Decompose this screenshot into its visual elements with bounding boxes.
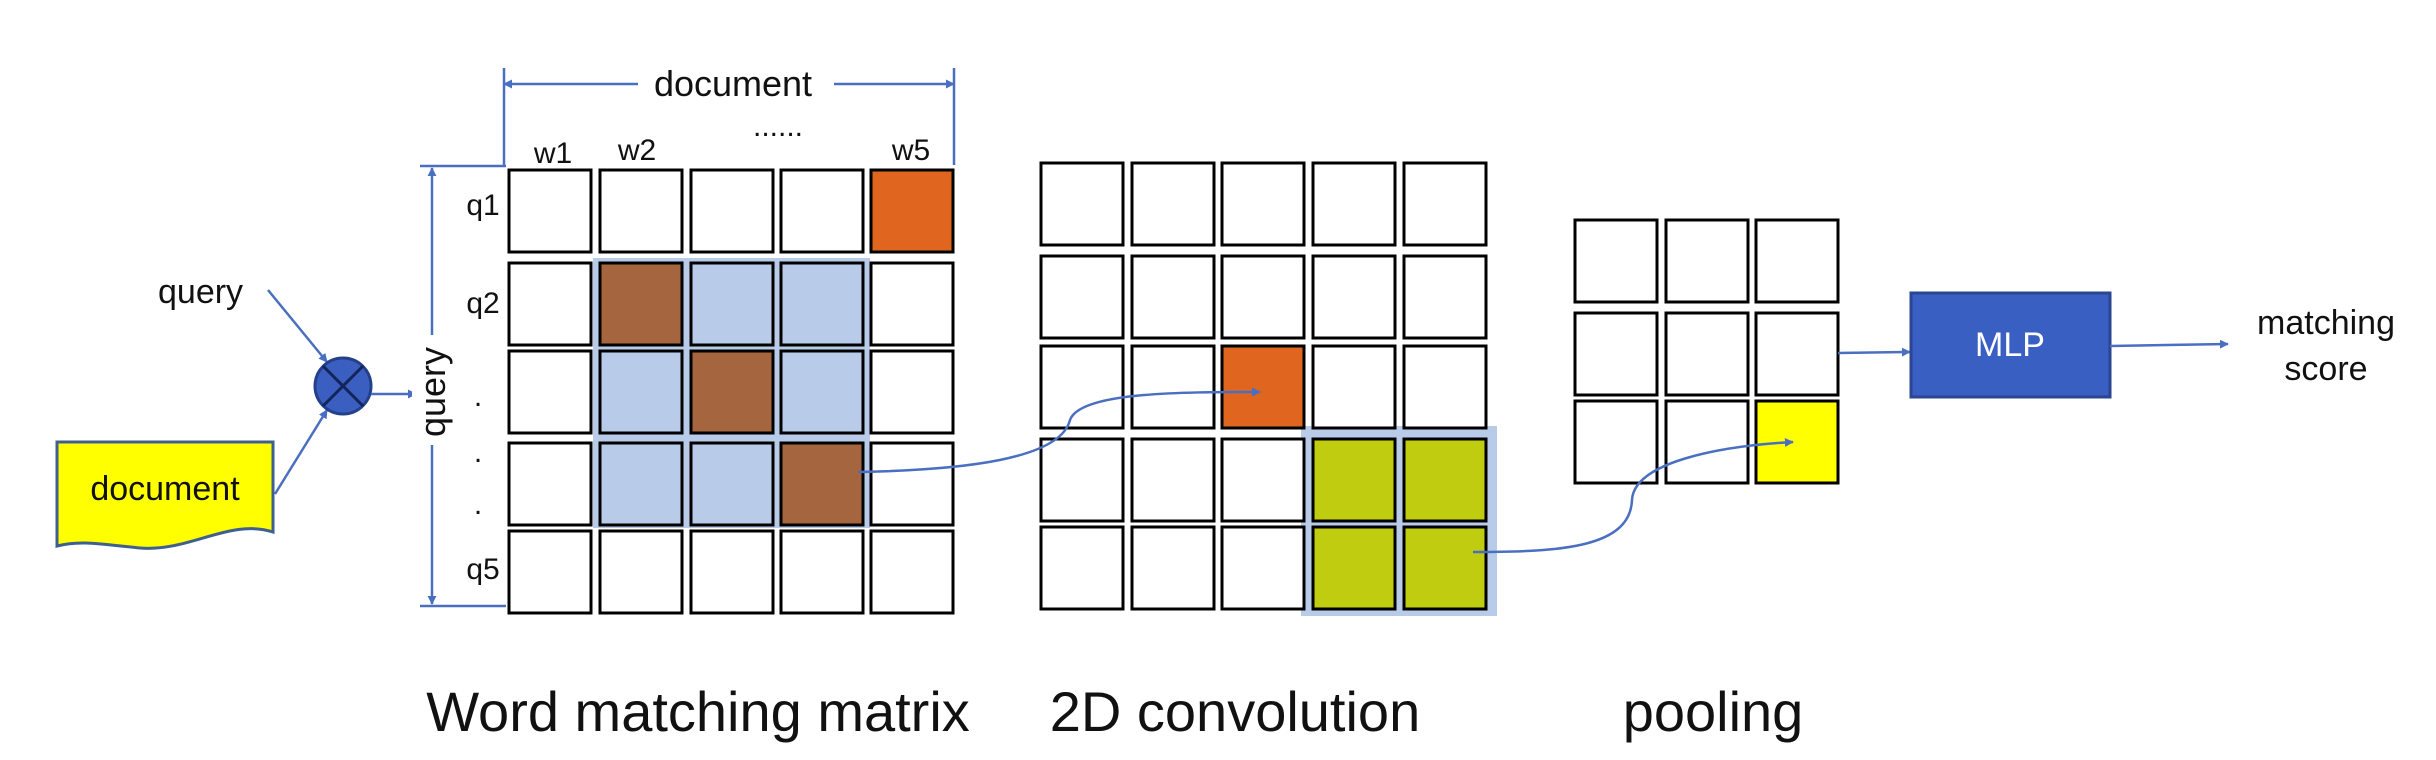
matrix-cell-r2-c4	[779, 261, 865, 347]
row-label-dot-3: .	[474, 488, 482, 521]
pool-cell-r3-c1	[1573, 399, 1659, 485]
matrix-cell-r2-c5	[869, 261, 955, 347]
matrix-cell-r4-c4	[779, 441, 865, 527]
document-input-shape	[55, 440, 275, 550]
matrix-cell-r2-c2	[598, 261, 684, 347]
conv-cell-r1-c3	[1220, 161, 1306, 247]
conv-cell-r3-c3	[1220, 344, 1306, 430]
matrix-cell-r1-c4	[779, 168, 865, 254]
matrix-cell-r3-c4	[779, 349, 865, 435]
conv-cell-r4-c4	[1311, 437, 1397, 523]
pooling-feature-map	[1573, 218, 1840, 485]
pool-cell-r1-c3	[1754, 218, 1840, 304]
conv-cell-r2-c2	[1130, 254, 1216, 340]
conv-cell-r3-c5	[1402, 344, 1488, 430]
conv-cell-r3-c2	[1130, 344, 1216, 430]
matrix-to-conv-arrow	[857, 387, 1261, 474]
conv-cell-r2-c3	[1220, 254, 1306, 340]
pool-cell-r2-c3	[1754, 311, 1840, 397]
row-label-q5: q5	[466, 553, 499, 586]
query-to-operator-arrow	[267, 289, 328, 363]
matrix-cell-r3-c1	[507, 349, 593, 435]
row-label-dot-2: .	[474, 436, 482, 469]
conv-cell-r1-c5	[1402, 161, 1488, 247]
conv-to-pool-arrow	[1472, 437, 1794, 554]
query-input-label: query	[158, 273, 243, 311]
matrix-cell-r5-c2	[598, 529, 684, 615]
conv-cell-r5-c3	[1220, 525, 1306, 611]
pool-cell-r3-c3	[1754, 399, 1840, 485]
matrix-cell-r5-c3	[689, 529, 775, 615]
matrix-cell-r2-c3	[689, 261, 775, 347]
interaction-operator-icon	[313, 356, 373, 416]
conv-cell-r2-c1	[1039, 254, 1125, 340]
conv-cell-r1-c1	[1039, 161, 1125, 247]
conv-cell-r4-c3	[1220, 437, 1306, 523]
matrix-cell-r1-c2	[598, 168, 684, 254]
convolution-caption: 2D convolution	[1050, 680, 1420, 743]
conv-cell-r1-c4	[1311, 161, 1397, 247]
conv-cell-r5-c5	[1402, 525, 1488, 611]
matrix-cell-r3-c5	[869, 349, 955, 435]
row-label-q2: q2	[466, 287, 499, 320]
pool-cell-r1-c2	[1664, 218, 1750, 304]
matrix-cell-r5-c1	[507, 529, 593, 615]
row-label-dot-1: .	[474, 380, 482, 413]
query-axis-label: query	[412, 347, 453, 437]
conv-cell-r2-c5	[1402, 254, 1488, 340]
conv-cell-r3-c1	[1039, 344, 1125, 430]
document-axis-label: document	[654, 63, 812, 104]
column-label-w1: w1	[533, 137, 572, 170]
conv-cell-r2-c4	[1311, 254, 1397, 340]
pool-cell-r2-c1	[1573, 311, 1659, 397]
mlp-to-output-arrow	[2109, 339, 2229, 349]
matrix-cell-r2-c1	[507, 261, 593, 347]
column-label-ellipsis: ......	[753, 110, 803, 143]
output-label-line1: matching	[2257, 304, 2395, 342]
column-label-w5: w5	[891, 134, 930, 167]
matrix-cell-r1-c3	[689, 168, 775, 254]
conv-cell-r4-c2	[1130, 437, 1216, 523]
pooling-caption: pooling	[1623, 680, 1804, 743]
word-matching-matrix	[507, 168, 955, 615]
row-label-q1: q1	[466, 189, 499, 222]
conv-cell-r4-c1	[1039, 437, 1125, 523]
convolution-feature-map	[1039, 161, 1497, 616]
conv-cell-r1-c2	[1130, 161, 1216, 247]
conv-cell-r4-c5	[1402, 437, 1488, 523]
output-label-line2: score	[2284, 350, 2367, 388]
document-to-operator-arrow	[273, 409, 329, 495]
matrix-cell-r5-c5	[869, 529, 955, 615]
matrix-cell-r4-c3	[689, 441, 775, 527]
matrix-cell-r4-c1	[507, 441, 593, 527]
mlp-label: MLP	[1975, 326, 2045, 364]
matrix-cell-r3-c3	[689, 349, 775, 435]
pool-cell-r1-c1	[1573, 218, 1659, 304]
matrix-cell-r5-c4	[779, 529, 865, 615]
column-label-w2: w2	[617, 134, 656, 167]
query-axis-label-bg	[412, 335, 452, 445]
mlp-block	[1909, 291, 2112, 399]
conv-cell-r5-c2	[1130, 525, 1216, 611]
pool-to-mlp-arrow	[1837, 347, 1911, 357]
pool-cell-r2-c2	[1664, 311, 1750, 397]
conv-cell-r5-c4	[1311, 525, 1397, 611]
matrix-cell-r1-c1	[507, 168, 593, 254]
conv-cell-r5-c1	[1039, 525, 1125, 611]
matrix-cell-r3-c2	[598, 349, 684, 435]
matrix-cell-r4-c2	[598, 441, 684, 527]
pool-cell-r3-c2	[1664, 399, 1750, 485]
matrix-cell-r1-c5	[869, 168, 955, 254]
matrix-caption: Word matching matrix	[426, 680, 970, 743]
matrix-cell-r4-c5	[869, 441, 955, 527]
document-input-label: document	[90, 470, 240, 508]
conv-cell-r3-c4	[1311, 344, 1397, 430]
document-axis-label-bg	[638, 62, 834, 106]
